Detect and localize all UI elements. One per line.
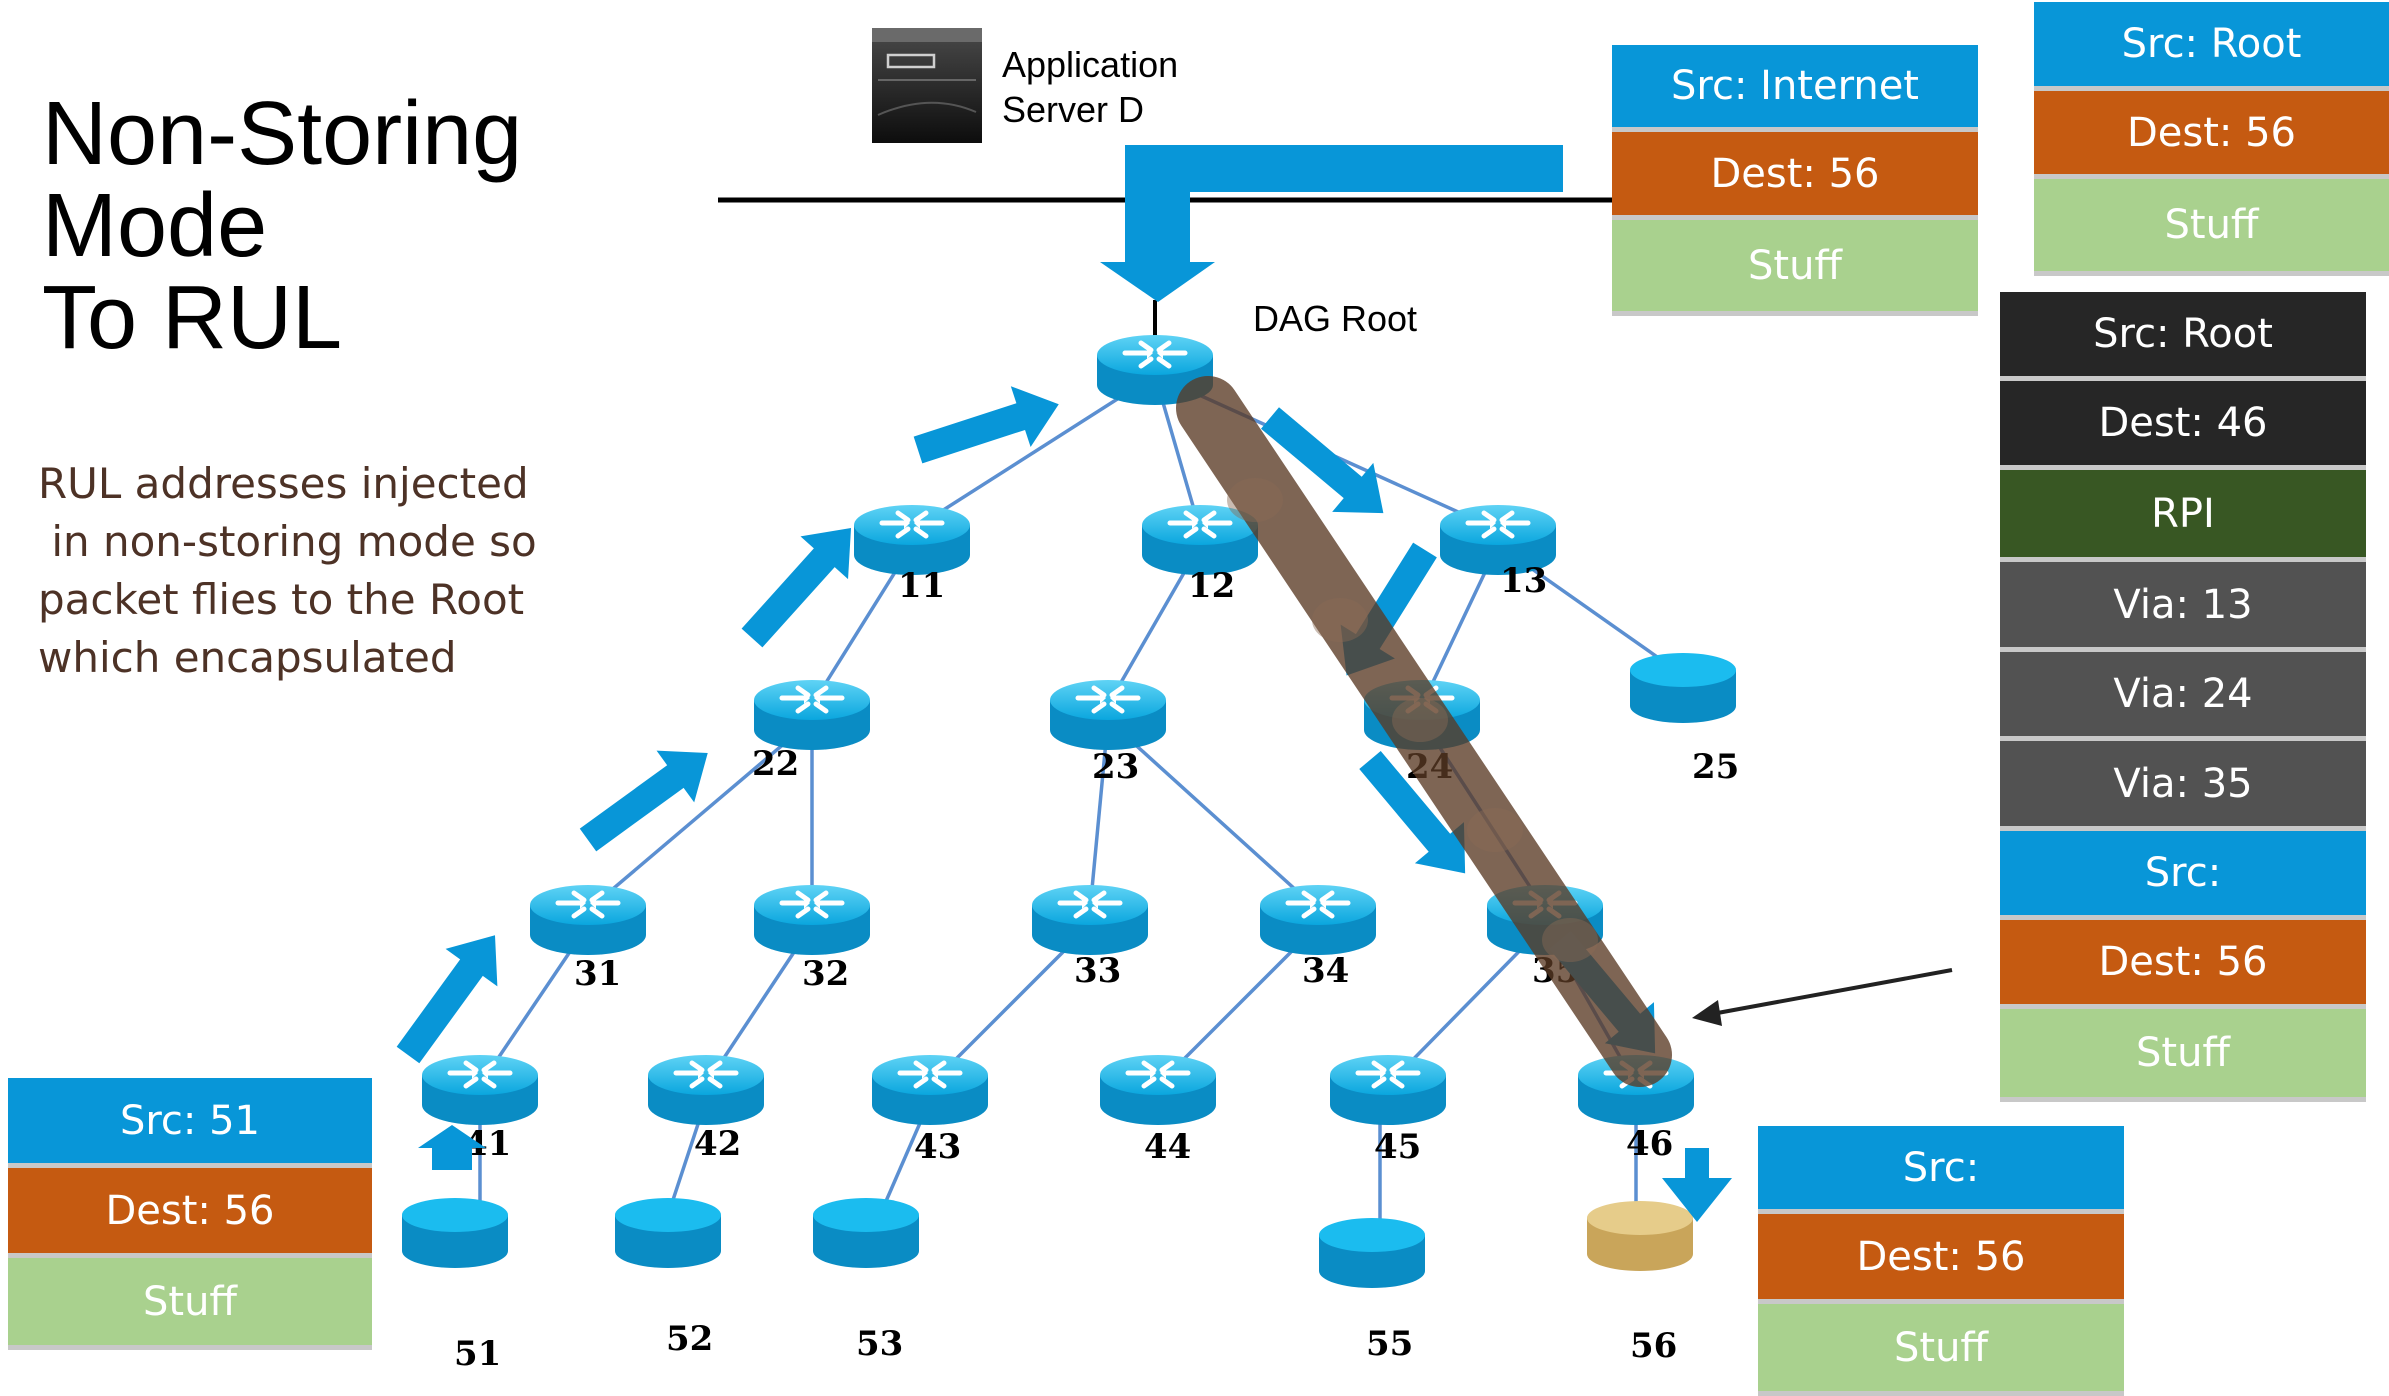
up-arrow-icon [418, 1125, 486, 1170]
packet-src: Src: Root [2034, 2, 2389, 91]
leaf-52 [615, 1198, 721, 1268]
up-arrow-icon [741, 528, 852, 648]
node-label: 44 [1144, 1127, 1191, 1167]
router-41 [422, 1055, 538, 1125]
node-label: 45 [1374, 1127, 1421, 1167]
via-24: Via: 24 [2000, 652, 2366, 741]
up-arrow-icon [396, 935, 498, 1064]
router-34 [1260, 885, 1376, 955]
down-arrow-icon [1359, 751, 1466, 874]
node-label: 52 [666, 1319, 713, 1359]
packet-payload: Stuff [1612, 220, 1978, 316]
down-arrow-icon [1662, 1148, 1732, 1222]
leaf-56-rul [1587, 1201, 1693, 1271]
node-label: 53 [856, 1324, 903, 1364]
node-label: 31 [574, 954, 621, 994]
up-arrow-icon [579, 750, 708, 852]
packet-dest: Dest: 56 [2034, 91, 2389, 179]
router-44 [1100, 1055, 1216, 1125]
packet-dest: Dest: 56 [8, 1168, 372, 1258]
slide-description: RUL addresses injected in non-storing mo… [38, 459, 537, 682]
dag-root-label: DAG Root [1253, 298, 1418, 339]
title-line: Non-Storing [42, 84, 523, 184]
node-label: 56 [1630, 1326, 1677, 1366]
packet-root-top: Src: Root Dest: 56 Stuff [2034, 2, 2389, 276]
packet-payload: Stuff [8, 1258, 372, 1350]
packet-encapsulated: Src: Root Dest: 46 RPI Via: 13 Via: 24 V… [2000, 292, 2366, 1102]
packet-from-internet: Src: Internet Dest: 56 Stuff [1612, 45, 1978, 316]
node-label: 33 [1074, 951, 1121, 991]
via-13: Via: 13 [2000, 562, 2366, 652]
router-42 [648, 1055, 764, 1125]
node-label: 43 [914, 1127, 961, 1167]
router-23 [1050, 680, 1166, 750]
node-label: 12 [1188, 566, 1235, 606]
router-22 [754, 680, 870, 750]
node-label: 22 [752, 744, 799, 784]
title-line: Mode [42, 176, 268, 276]
inner-dest: Dest: 56 [2000, 920, 2366, 1009]
router-43 [872, 1055, 988, 1125]
router-31 [530, 885, 646, 955]
server-label: Application Server D [1002, 44, 1179, 130]
router-11 [854, 505, 970, 575]
node-label: 42 [694, 1124, 741, 1164]
packet-delivered: Src: Dest: 56 Stuff [1758, 1126, 2124, 1396]
node-label: 32 [802, 954, 849, 994]
outer-src: Src: Root [2000, 292, 2366, 381]
server-icon [872, 28, 982, 143]
upward-flow-arrows [396, 386, 1059, 1170]
node-label: 13 [1500, 561, 1547, 601]
title-line: To RUL [42, 268, 343, 368]
packet-from-51: Src: 51 Dest: 56 Stuff [8, 1078, 372, 1350]
node-label: 51 [454, 1334, 501, 1374]
rpi-header: RPI [2000, 470, 2366, 562]
node-label: 25 [1692, 747, 1739, 787]
router-32 [754, 885, 870, 955]
packet-dest: Dest: 56 [1758, 1214, 2124, 1304]
packet-payload: Stuff [2034, 179, 2389, 276]
packet-src: Src: [1758, 1126, 2124, 1214]
packet-payload: Stuff [1758, 1304, 2124, 1396]
router-33 [1032, 885, 1148, 955]
packet-src: Src: 51 [8, 1078, 372, 1168]
inner-src: Src: [2000, 831, 2366, 920]
node-label: 34 [1302, 951, 1349, 991]
node-label: 11 [898, 566, 945, 606]
via-35: Via: 35 [2000, 741, 2366, 831]
node-label: 55 [1366, 1324, 1413, 1364]
slide-title: Non-Storing Mode To RUL [42, 88, 522, 364]
router-45 [1330, 1055, 1446, 1125]
node-label: 23 [1092, 747, 1139, 787]
down-arrow-icon [1261, 407, 1384, 514]
node-label: 46 [1626, 1124, 1673, 1164]
packet-src: Src: Internet [1612, 45, 1978, 132]
leaf-55 [1319, 1218, 1425, 1288]
outer-dest: Dest: 46 [2000, 381, 2366, 470]
leaf-25 [1630, 653, 1736, 723]
inner-payload: Stuff [2000, 1009, 2366, 1102]
ingress-arrow [1100, 145, 1563, 302]
up-arrow-icon [913, 386, 1059, 464]
packet-dest: Dest: 56 [1612, 132, 1978, 220]
encapsulation-tunnel [1176, 376, 1672, 1087]
pointer-arrow [1692, 968, 1953, 1026]
leaf-53 [813, 1198, 919, 1268]
leaf-51 [402, 1198, 508, 1268]
